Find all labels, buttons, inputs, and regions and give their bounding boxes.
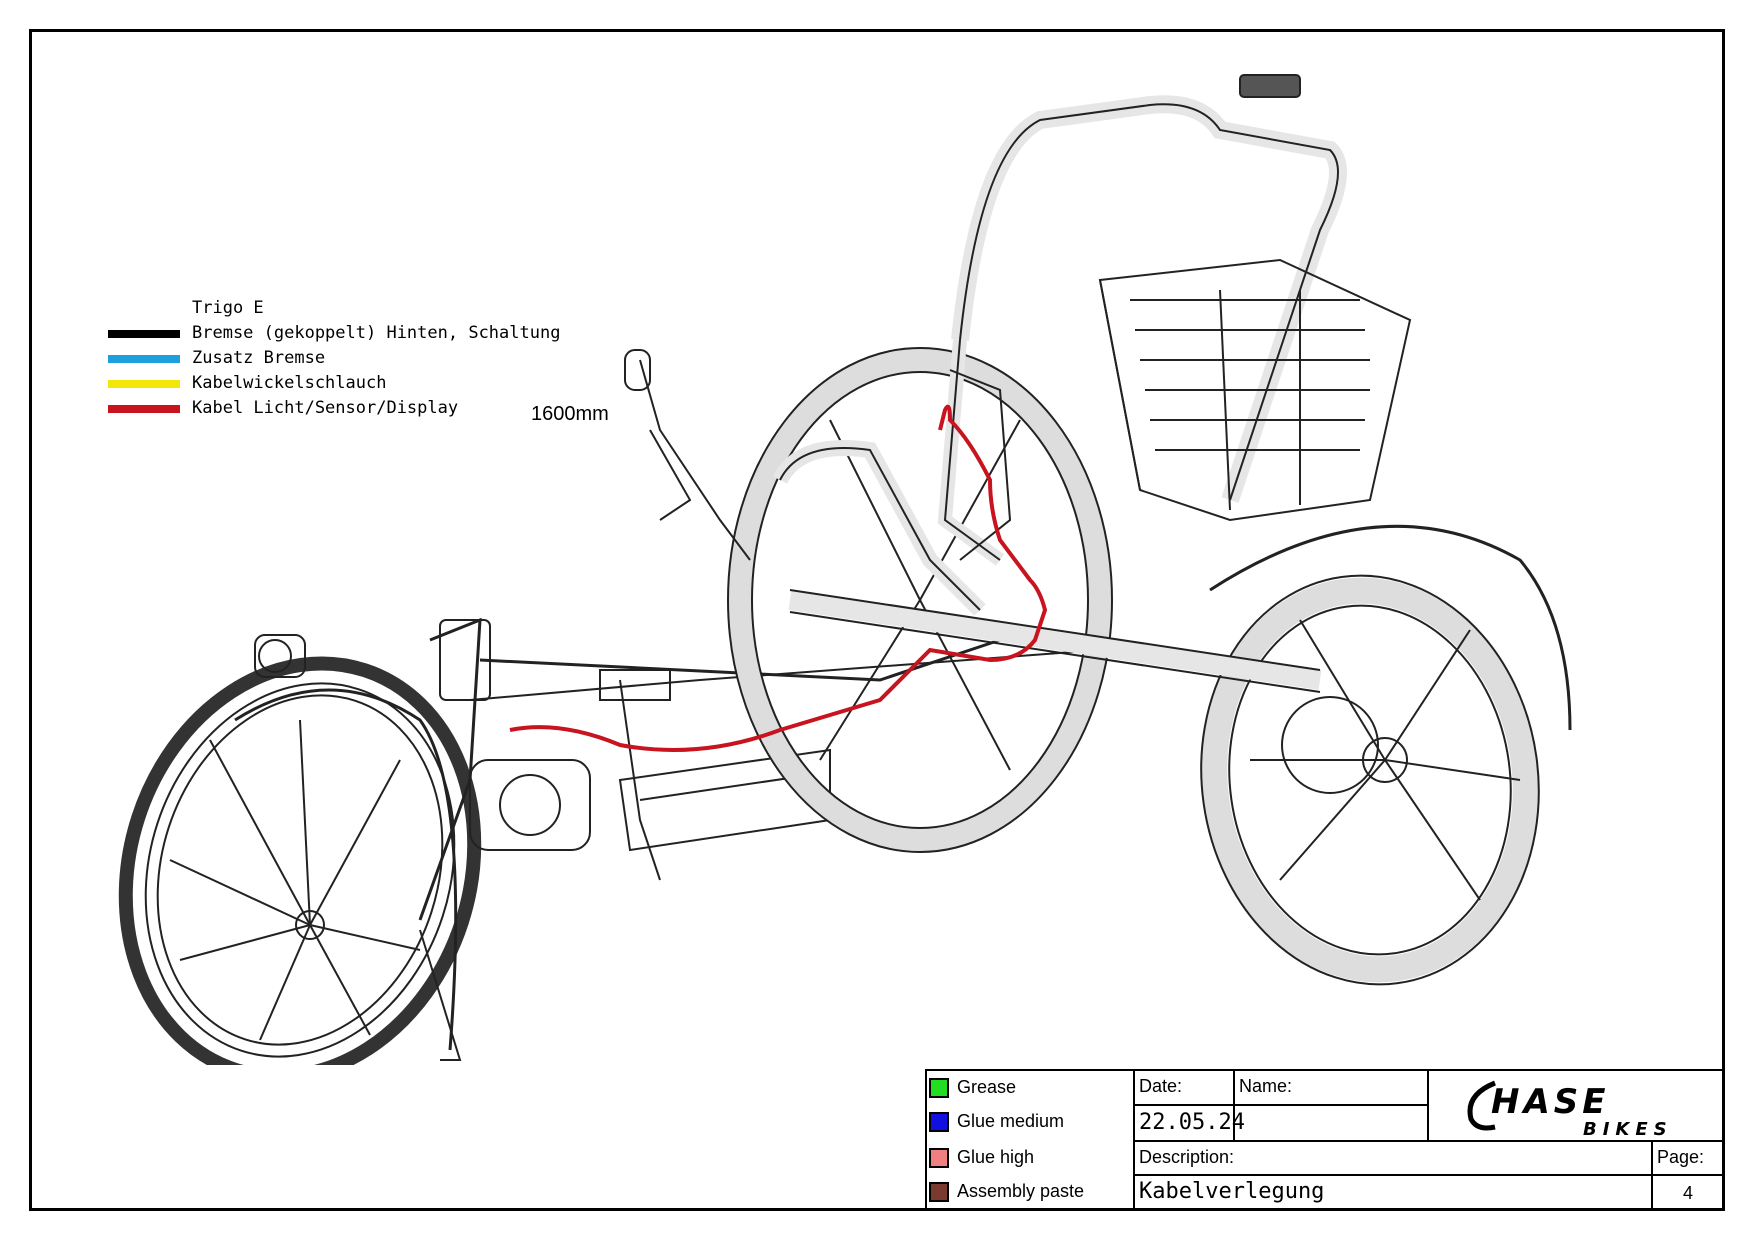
legend-item-brake: Bremse (gekoppelt) Hinten, Schaltung xyxy=(108,321,560,346)
legend-title: Trigo E xyxy=(192,298,264,318)
cable-legend: Trigo E Bremse (gekoppelt) Hinten, Schal… xyxy=(108,296,560,421)
material-assembly-paste: Assembly paste xyxy=(929,1181,1084,1202)
rear-right-wheel xyxy=(1200,574,1540,986)
page-label: Page: xyxy=(1657,1147,1705,1167)
cable-length-label: 1600mm xyxy=(531,403,609,425)
front-light xyxy=(254,634,306,678)
light-cable-route xyxy=(509,404,1048,752)
material-grease: Grease xyxy=(929,1077,1016,1098)
drive-motor xyxy=(469,759,591,851)
legend-title-row: Trigo E xyxy=(108,296,560,321)
hase-bikes-logo: HASE BIKES xyxy=(1467,1080,1673,1139)
handlebar-display xyxy=(1239,74,1301,98)
left-grip xyxy=(624,349,751,561)
legend-swatch-yellow xyxy=(108,379,180,388)
svg-text:HASE: HASE xyxy=(1491,1082,1609,1122)
grease-swatch xyxy=(929,1077,949,1098)
legend-swatch-black xyxy=(108,329,180,338)
drawing-sheet-border xyxy=(29,29,1725,1211)
date-value: 22.05.24 xyxy=(1139,1110,1245,1135)
name-value-cell xyxy=(1233,1104,1429,1142)
trike-technical-drawing xyxy=(118,74,1572,1065)
legend-swatch-blue xyxy=(108,354,180,363)
description-value: Kabelverlegung xyxy=(1139,1179,1325,1204)
assembly-paste-swatch xyxy=(929,1181,949,1202)
date-label: Date: xyxy=(1139,1076,1183,1096)
page-number: 4 xyxy=(1683,1183,1694,1203)
rear-left-wheel xyxy=(727,347,1113,853)
legend-swatch-red xyxy=(108,404,180,413)
glue-medium-swatch xyxy=(929,1111,949,1132)
cargo-basket xyxy=(1098,258,1412,522)
legend-item-extra-brake: Zusatz Bremse xyxy=(108,346,560,371)
title-block: Grease Glue medium Glue high Assembly pa… xyxy=(925,1069,1725,1211)
svg-text:BIKES: BIKES xyxy=(1583,1119,1673,1139)
page-value-cell xyxy=(1651,1174,1725,1211)
name-label: Name: xyxy=(1239,1076,1293,1096)
legend-item-cable-wrap: Kabelwickelschlauch xyxy=(108,371,560,396)
front-wheel xyxy=(118,656,482,1065)
glue-high-swatch xyxy=(929,1147,949,1168)
legend-item-light-cable: Kabel Licht/Sensor/Display xyxy=(108,396,560,421)
material-glue-high: Glue high xyxy=(929,1147,1034,1168)
description-label: Description: xyxy=(1139,1147,1235,1167)
material-glue-medium: Glue medium xyxy=(929,1111,1064,1132)
